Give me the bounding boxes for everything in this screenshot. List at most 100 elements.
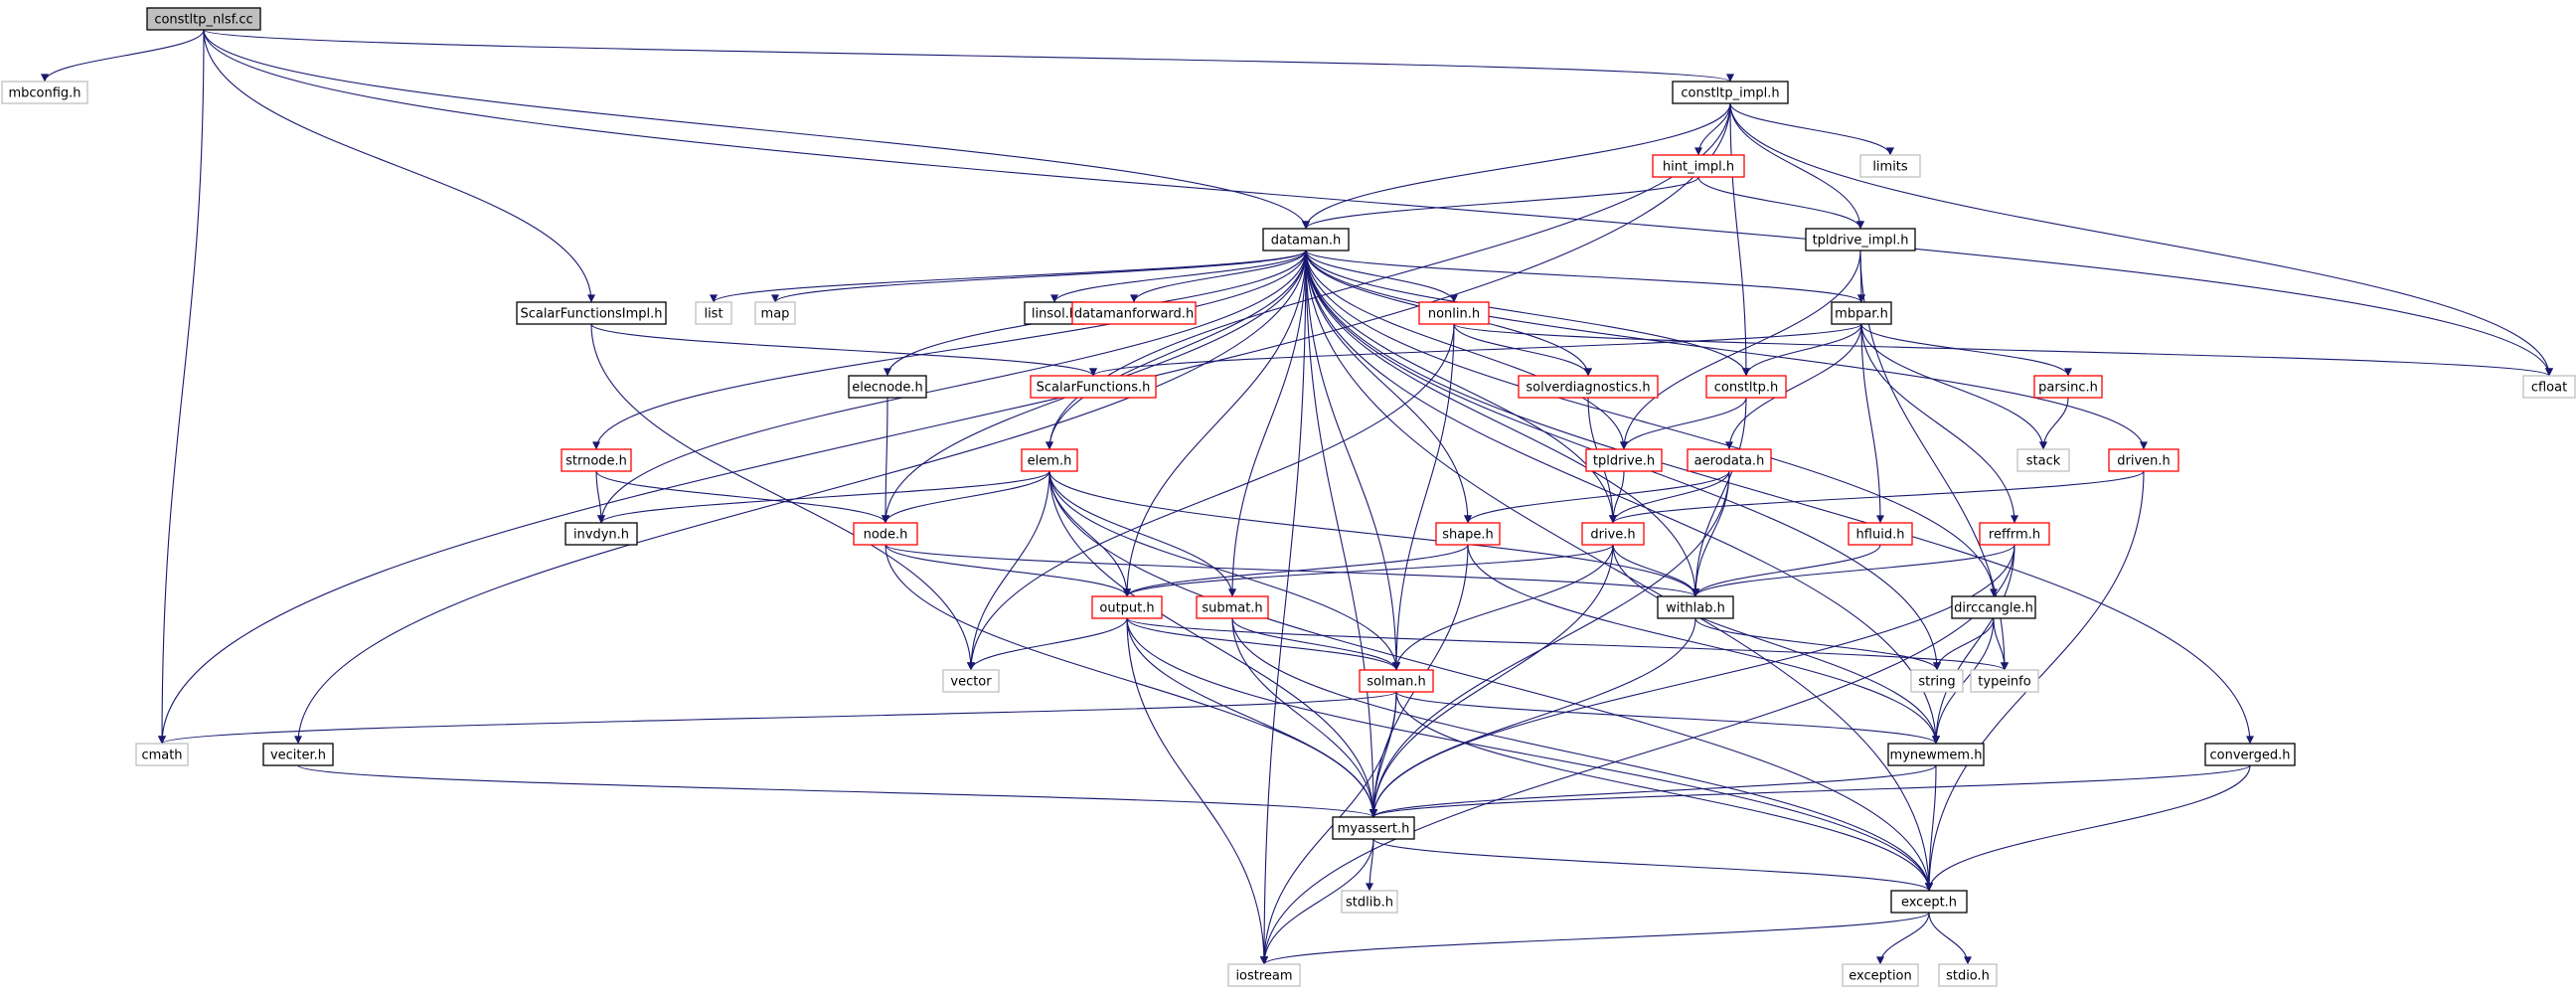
edge-mbpar-h-to-aerodata-h [1725, 323, 1862, 450]
edge-node-h-to-withlab-h [885, 544, 1699, 597]
edge-dataman-h-to-mbpar-h [1305, 250, 1865, 303]
node-reffrm-h[interactable]: reffrm.h [1979, 522, 2050, 546]
edge-strnode-h-to-invdyn-h [595, 470, 605, 524]
node-label: mynewmem.h [1890, 749, 1983, 763]
edge-drive-h-to-myassert-h [1369, 544, 1614, 818]
node-invdyn-h[interactable]: invdyn.h [564, 522, 638, 546]
node-submat-h[interactable]: submat.h [1196, 595, 1269, 619]
edges-layer [41, 29, 2553, 965]
node-label: datamanforward.h [1074, 307, 1194, 322]
node-box [1585, 448, 1663, 472]
node-box [1657, 595, 1734, 619]
node-withlab-h[interactable]: withlab.h [1657, 595, 1734, 619]
node-shape-h[interactable]: shape.h [1435, 522, 1501, 546]
node-label: drive.h [1590, 528, 1635, 543]
edge-node-h-to-output-h [885, 544, 1131, 597]
edge-converged-h-to-myassert-h [1369, 764, 2251, 818]
node-node-h[interactable]: node.h [853, 522, 918, 546]
node-label: output.h [1099, 601, 1154, 616]
node-mynewmem-h[interactable]: mynewmem.h [1887, 743, 1985, 766]
node-aerodata-h[interactable]: aerodata.h [1687, 448, 1772, 472]
edge-solman-h-to-cmath [158, 691, 1397, 745]
node-label: except.h [1901, 896, 1957, 911]
edge-mynewmem-h-to-except-h [1925, 764, 1937, 892]
node-constltp-h[interactable]: constltp.h [1705, 375, 1787, 399]
node-mbpar-h[interactable]: mbpar.h [1831, 301, 1892, 325]
node-scalarfunctions-h[interactable]: ScalarFunctions.h [1030, 375, 1157, 399]
node-datamanforward-h[interactable]: datamanforward.h [1071, 301, 1197, 325]
edge-output-h-to-typeinfo [1126, 617, 2009, 671]
edge-dataman-h-to-mynewmem-h [1305, 250, 1940, 745]
node-label: mbpar.h [1835, 307, 1888, 322]
edge-submat-h-to-solman-h [1231, 617, 1400, 671]
edge-scalarfunctionsimpl-h-to-vector [590, 323, 975, 671]
node-label: dirccangle.h [1954, 601, 2033, 616]
node-converged-h[interactable]: converged.h [2204, 743, 2296, 766]
node-constltp-impl-h[interactable]: constltp_impl.h [1672, 81, 1789, 104]
node-hfluid-h[interactable]: hfluid.h [1848, 522, 1913, 546]
node-label: dataman.h [1271, 234, 1342, 249]
edge-output-h-to-except-h [1126, 617, 1933, 892]
node-label: ScalarFunctionsImpl.h [520, 307, 662, 322]
node-box [2016, 448, 2070, 472]
edge-dataman-h-to-submat-h [1228, 250, 1307, 597]
node-label: tpldrive_impl.h [1813, 234, 1909, 249]
edge-dataman-h-to-invdyn-h [597, 250, 1307, 524]
node-output-h[interactable]: output.h [1091, 595, 1163, 619]
node-linsol-h[interactable]: linsol.h [1024, 301, 1085, 325]
edge-withlab-h-to-string [1694, 617, 1941, 671]
node-box [1, 81, 88, 104]
node-dirccangle-h[interactable]: dirccangle.h [1951, 595, 2036, 619]
node-driven-h[interactable]: driven.h [2108, 448, 2179, 472]
node-tpldrive-h[interactable]: tpldrive.h [1585, 448, 1663, 472]
node-box [2522, 375, 2576, 399]
node-label: iostream [1235, 969, 1292, 984]
node-nonlin-h[interactable]: nonlin.h [1418, 301, 1490, 325]
node-box [1227, 963, 1301, 987]
node-label: submat.h [1202, 601, 1262, 616]
node-elem-h[interactable]: elem.h [1021, 448, 1078, 472]
node-strnode-h[interactable]: strnode.h [561, 448, 632, 472]
edge-drive-h-to-solman-h [1392, 544, 1614, 671]
edge-constltp-nlsf-cc-to-dataman-h [203, 29, 1310, 230]
node-elecnode-h[interactable]: elecnode.h [848, 375, 927, 399]
node-myassert-h[interactable]: myassert.h [1332, 816, 1415, 840]
node-parsinc-h[interactable]: parsinc.h [2033, 375, 2103, 399]
node-box [1951, 595, 2036, 619]
node-box [1341, 890, 1398, 914]
node-hint-impl-h[interactable]: hint_impl.h [1652, 154, 1745, 178]
node-box [1435, 522, 1501, 546]
node-label: constltp_nlsf.cc [154, 13, 252, 28]
node-solverdiagnostics-h[interactable]: solverdiagnostics.h [1518, 375, 1659, 399]
node-box [1071, 301, 1197, 325]
node-exception: exception [1842, 963, 1919, 987]
edge-constltp-impl-h-to-cfloat [1729, 102, 2553, 377]
edge-scalarfunctionsimpl-h-to-scalarfunctions-h [590, 323, 1097, 377]
edge-hint-impl-h-to-tpldrive-impl-h [1697, 176, 1864, 230]
edge-hfluid-h-to-withlab-h [1691, 544, 1881, 597]
node-box [1705, 375, 1787, 399]
edge-elem-h-to-solman-h [1048, 470, 1400, 671]
node-veciter-h[interactable]: veciter.h [262, 743, 334, 766]
node-box [1418, 301, 1490, 325]
edge-aerodata-h-to-shape-h [1464, 470, 1730, 524]
node-scalarfunctionsimpl-h[interactable]: ScalarFunctionsImpl.h [516, 301, 667, 325]
node-label: veciter.h [270, 749, 326, 763]
node-box [942, 669, 1000, 693]
node-constltp-nlsf-cc[interactable]: constltp_nlsf.cc [146, 7, 261, 31]
node-box [1805, 228, 1916, 251]
node-dataman-h[interactable]: dataman.h [1262, 228, 1350, 251]
node-box [1652, 154, 1745, 178]
node-stdlib-h: stdlib.h [1341, 890, 1398, 914]
edge-dataman-h-to-myassert-h [1305, 250, 1377, 818]
node-tpldrive-impl-h[interactable]: tpldrive_impl.h [1805, 228, 1916, 251]
node-solman-h[interactable]: solman.h [1359, 669, 1434, 693]
edge-mynewmem-h-to-myassert-h [1369, 764, 1937, 818]
node-drive-h[interactable]: drive.h [1581, 522, 1645, 546]
edge-shape-h-to-mynewmem-h [1467, 544, 1940, 745]
node-except-h[interactable]: except.h [1890, 890, 1968, 914]
node-label: elecnode.h [852, 381, 923, 396]
node-box [1359, 669, 1434, 693]
node-label: list [704, 307, 723, 322]
